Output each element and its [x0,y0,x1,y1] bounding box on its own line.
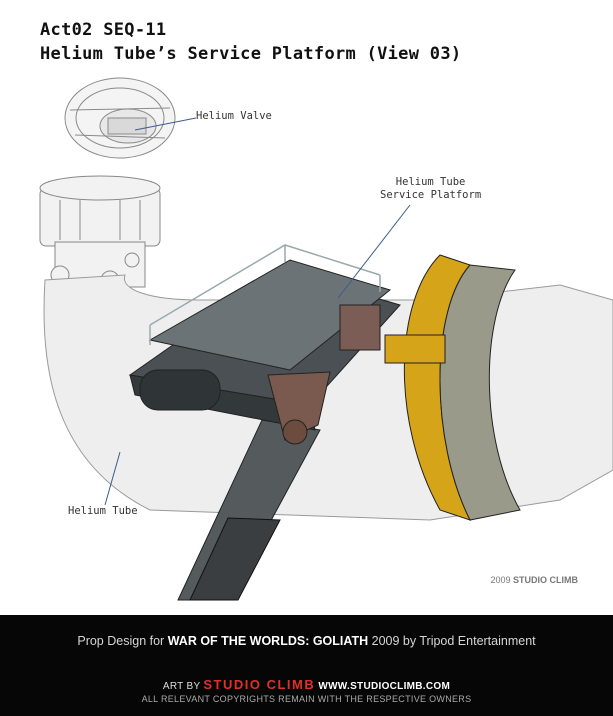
footer-suffix: 2009 by Tripod Entertainment [371,634,536,648]
footer-project-title: WAR OF THE WORLDS: GOLIATH [167,634,369,648]
service-platform [128,244,401,445]
valve-assembly-sketch [39,175,161,290]
helium-valve-sketch [64,77,176,159]
footer-studio-logo: STUDIO CLIMB [203,677,316,692]
watermark-studio: STUDIO CLIMB [513,575,578,585]
title-line-1: Act02 SEQ-11 [40,20,167,40]
footer-credit-line: Prop Design for WAR OF THE WORLDS: GOLIA… [0,634,613,648]
watermark-year: 2009 [490,575,511,585]
service-platform-label-line-2: Service Platform [380,189,482,201]
service-platform-label: Helium Tube Service Platform [380,176,481,202]
concept-illustration [39,77,613,601]
service-platform-label-line-1: Helium Tube [395,176,466,188]
title-line-2: Helium Tube’s Service Platform (View 03) [40,44,462,64]
footer-rights: ALL RELEVANT COPYRIGHTS REMAIN WITH THE … [141,694,472,704]
helium-tube-label: Helium Tube [68,505,138,517]
footer-url-link[interactable]: WWW.STUDIOCLIMB.COM [318,681,451,692]
footer-bar: Prop Design for WAR OF THE WORLDS: GOLIA… [0,615,613,716]
footer-art-line: ART BY STUDIO CLIMB WWW.STUDIOCLIMB.COM [0,677,613,692]
callout-lines [104,117,411,506]
footer-prefix: Prop Design for [77,634,165,648]
helium-valve-label: Helium Valve [196,110,272,122]
art-watermark: 2009 STUDIO CLIMB [490,575,578,585]
page-title: Act02 SEQ-11 Helium Tube’s Service Platf… [40,18,461,66]
brass-ring-clamp [384,254,521,521]
footer-art-by: ART BY [162,681,201,692]
